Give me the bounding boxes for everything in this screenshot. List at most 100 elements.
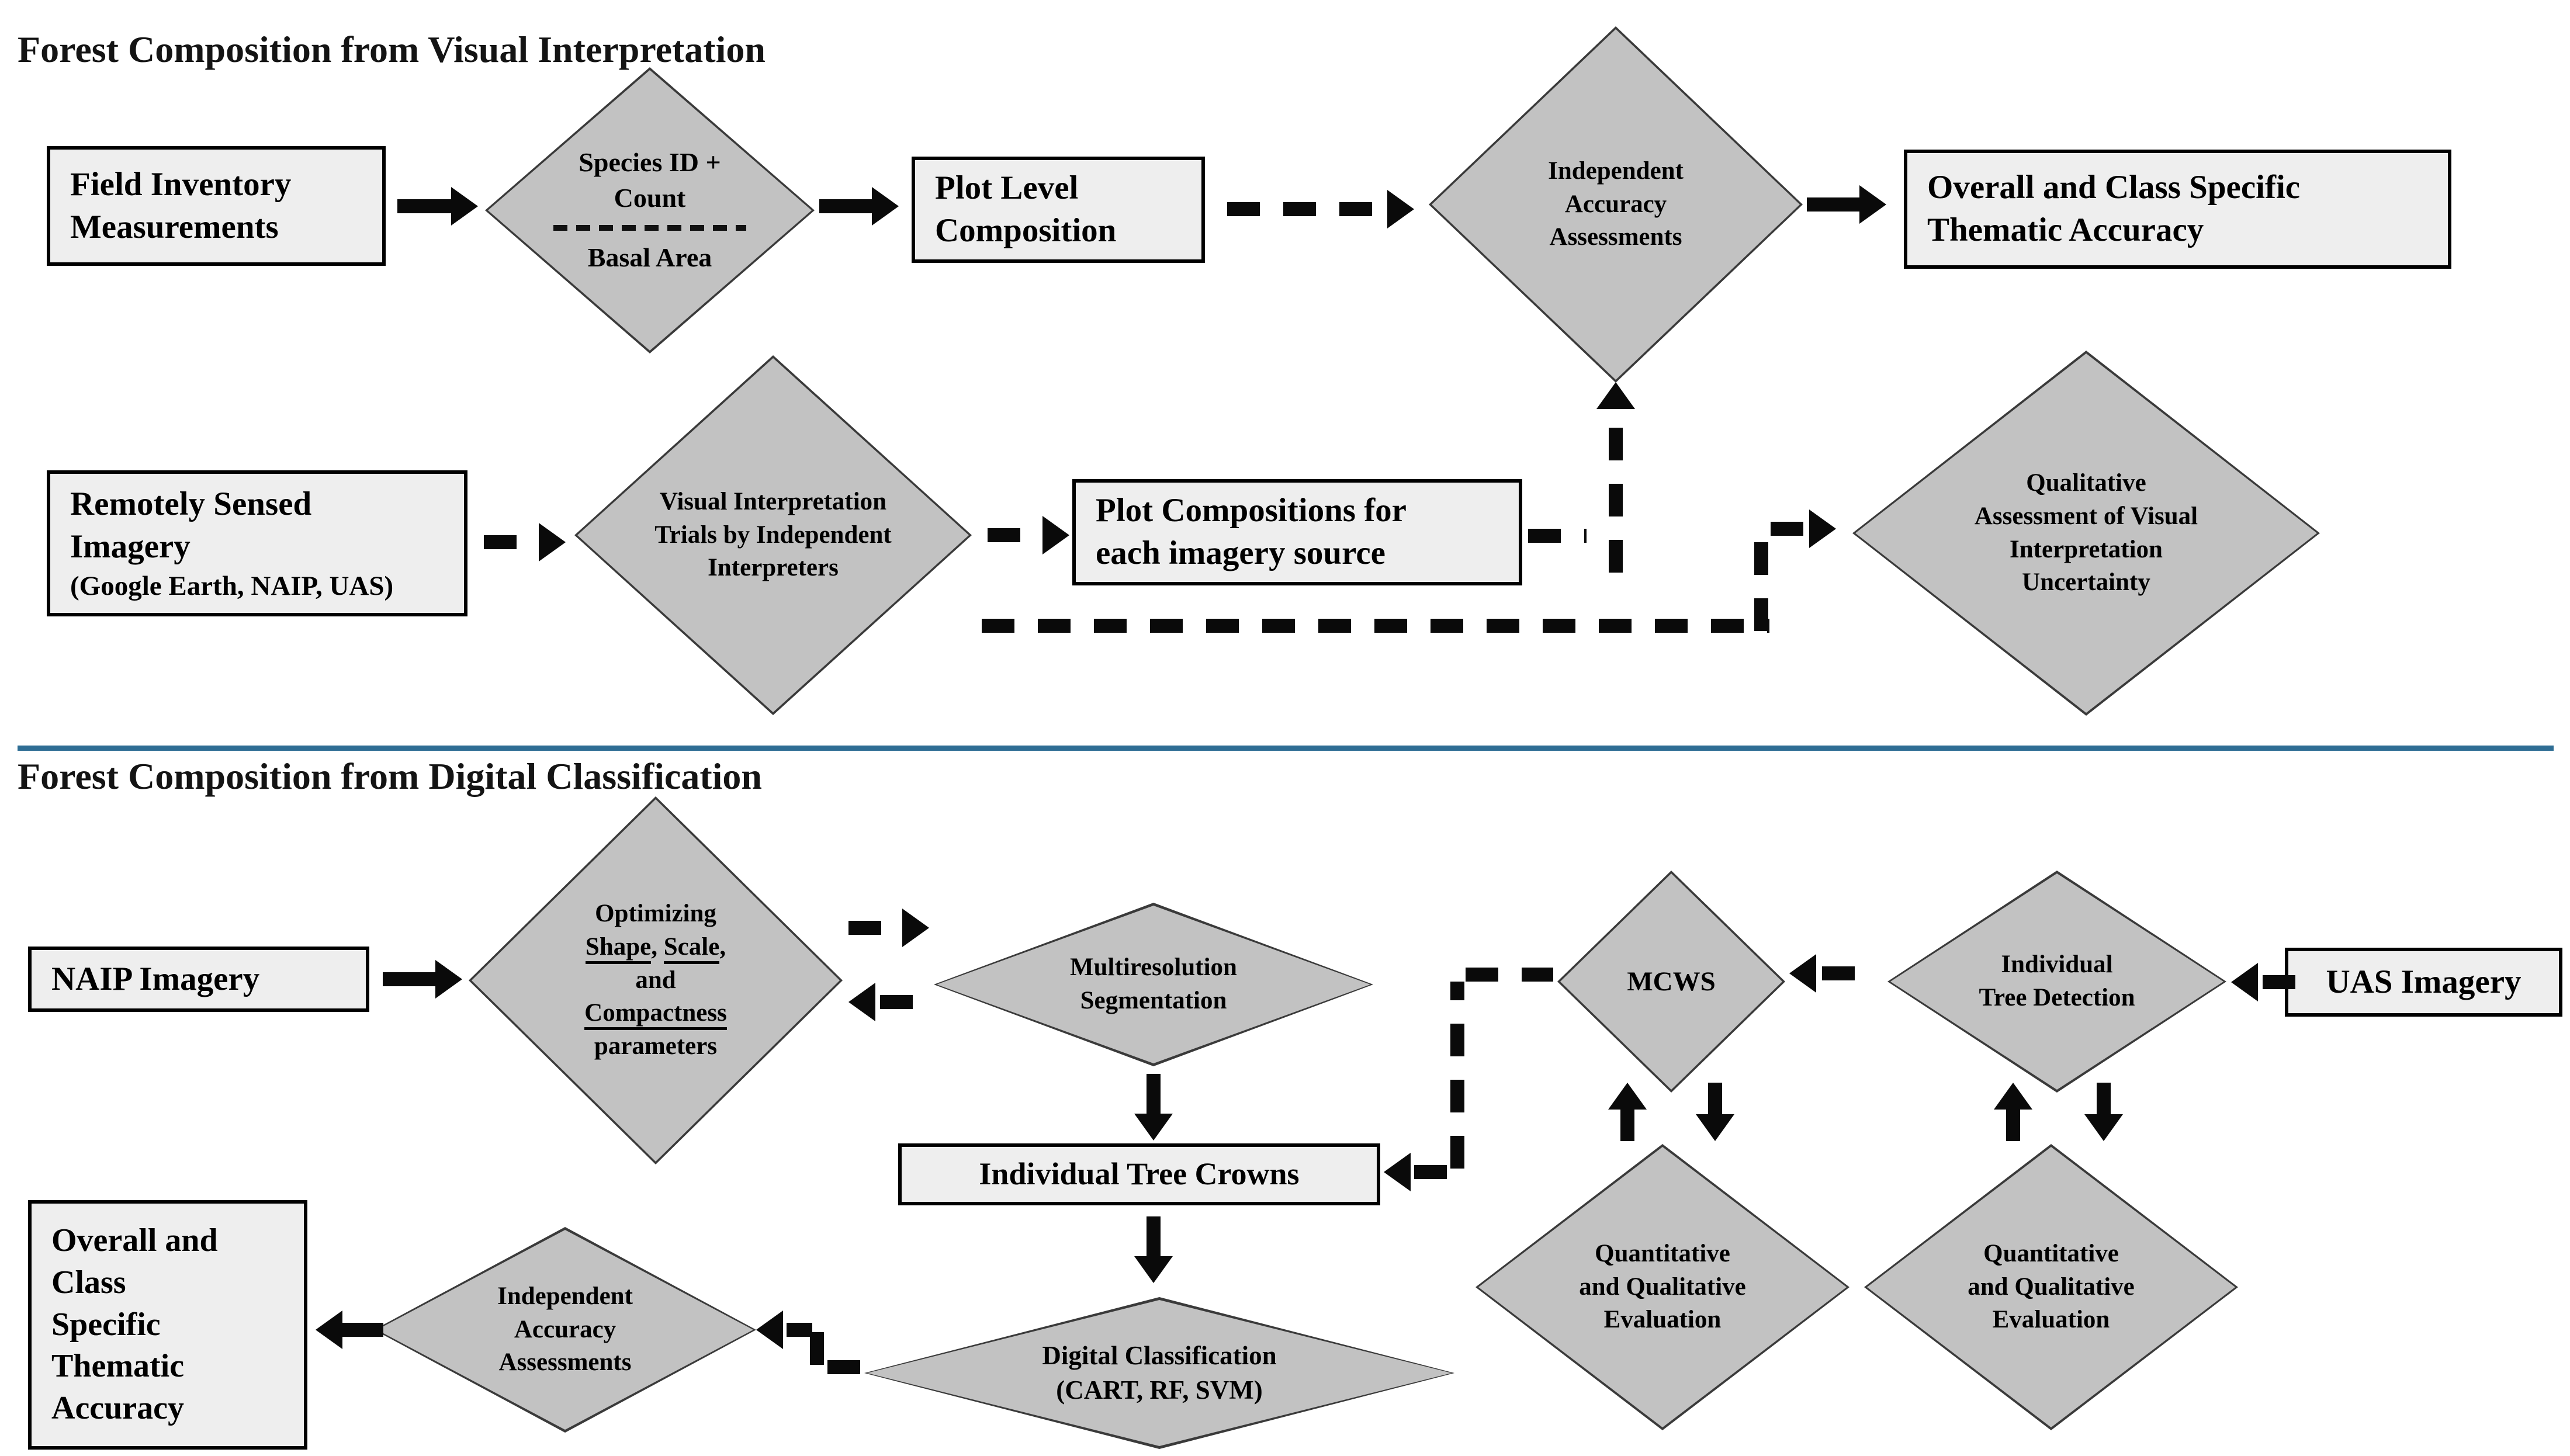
diamond-label: Independent Accuracy Assessments (374, 1227, 756, 1433)
section-title-visual-interpretation: Forest Composition from Visual Interpret… (18, 29, 766, 70)
diamond-optimizing-parameters: Optimizing Shape, Scale, and Compactness… (469, 796, 843, 1164)
arrow-shaft (383, 972, 435, 986)
arrow-head-up-icon (1608, 1083, 1647, 1110)
box-label-line: Imagery (70, 528, 191, 565)
label-line: Optimizing (595, 900, 716, 928)
box-label-line: Accuracy (51, 1390, 185, 1426)
box-label-line: Thematic (51, 1348, 185, 1385)
arrow-shaft (341, 1323, 383, 1337)
label-text: MCWS (1627, 966, 1716, 997)
box-naip-imagery: NAIP Imagery (28, 947, 369, 1012)
arrow-head-left-icon (1789, 954, 1816, 993)
dashed-shaft (848, 921, 903, 935)
arrow-head-right-icon (1042, 516, 1069, 554)
label-text: Visual Interpretation Trials by Independ… (654, 487, 892, 582)
box-field-inventory-measurements: Field Inventory Measurements (47, 146, 386, 266)
diamond-mcws: MCWS (1557, 871, 1785, 1093)
dashed-shaft (880, 995, 936, 1009)
box-individual-tree-crowns: Individual Tree Crowns (898, 1143, 1380, 1205)
label-line: Shape, Scale, (585, 931, 726, 964)
dashed-shaft (1450, 982, 1464, 1169)
label-line: Basal Area (587, 242, 712, 273)
dashed-shaft (787, 1323, 812, 1337)
label-text: , (651, 932, 664, 961)
diamond-label: MCWS (1557, 871, 1785, 1093)
label-text: Quantitative and Qualitative Evaluation (1968, 1239, 2135, 1334)
box-label-line: UAS Imagery (2326, 963, 2521, 1000)
arrow-head-right-icon (872, 187, 899, 226)
box-label-line: Composition (935, 212, 1117, 249)
label-text: Independent Accuracy Assessments (1548, 157, 1684, 251)
diamond-visual-interpretation-trials: Visual Interpretation Trials by Independ… (574, 355, 972, 715)
arrow-head-right-icon (539, 523, 566, 561)
diamond-label: Species ID + Count Basal Area (485, 67, 815, 353)
arrow-head-left-icon (756, 1311, 783, 1349)
diamond-label: Quantitative and Qualitative Evaluation (1476, 1144, 1849, 1430)
label-line: parameters (594, 1032, 718, 1060)
dashed-shaft (1528, 529, 1587, 543)
arrow-shaft (819, 199, 872, 213)
box-plot-compositions-each-imagery-source: Plot Compositions for each imagery sourc… (1072, 479, 1522, 585)
box-label-line: Measurements (70, 208, 279, 245)
diamond-qualitative-assessment-uncertainty: Qualitative Assessment of Visual Interpr… (1852, 351, 2320, 716)
diamond-label: Independent Accuracy Assessments (1429, 26, 1803, 383)
dashed-shaft (1227, 202, 1388, 216)
dashed-shaft (982, 619, 1769, 633)
dashed-shaft (1414, 1165, 1448, 1179)
box-label-line: Field Inventory (70, 165, 292, 203)
dashed-shaft (2263, 975, 2297, 989)
diamond-individual-tree-detection: Individual Tree Detection (1887, 871, 2226, 1093)
dashed-shaft (1609, 409, 1623, 573)
box-label-line: Individual Tree Crowns (979, 1156, 1300, 1192)
arrow-shaft (2097, 1083, 2111, 1115)
diamond-label: Digital Classification (CART, RF, SVM) (864, 1297, 1454, 1449)
underlined-word: Scale (663, 932, 720, 964)
box-label-line: each imagery source (1096, 535, 1386, 571)
label-text: , (719, 932, 726, 961)
box-label-line: (Google Earth, NAIP, UAS) (70, 570, 394, 601)
underlined-word: Shape (585, 932, 652, 964)
arrow-shaft (1807, 197, 1859, 212)
section-divider-line (18, 746, 2554, 751)
diamond-label: Multiresolution Segmentation (934, 903, 1373, 1066)
diamond-independent-accuracy-assessments-bottom: Independent Accuracy Assessments (374, 1227, 756, 1433)
arrow-head-down-icon (1696, 1114, 1734, 1141)
arrow-head-left-icon (848, 983, 875, 1021)
diamond-label: Individual Tree Detection (1887, 871, 2226, 1093)
box-remotely-sensed-imagery: Remotely Sensed Imagery (Google Earth, N… (47, 470, 467, 616)
label-text: Independent Accuracy Assessments (497, 1282, 633, 1377)
arrow-head-up-icon (1994, 1083, 2032, 1110)
box-label-line: NAIP Imagery (51, 960, 260, 997)
label-line: Count (614, 182, 686, 213)
dashed-shaft (988, 528, 1044, 542)
dashed-shaft (1771, 522, 1804, 536)
box-label-line: Thematic Accuracy (1927, 212, 2204, 248)
arrow-head-left-icon (1384, 1153, 1411, 1191)
dashed-shaft (1822, 966, 1878, 980)
arrow-head-right-icon (1809, 509, 1836, 548)
species-dashed-separator (553, 225, 746, 231)
arrow-shaft (2006, 1108, 2020, 1141)
arrow-head-right-icon (451, 187, 478, 226)
box-label-line: Class (51, 1264, 126, 1301)
label-text: Multiresolution Segmentation (1070, 954, 1237, 1014)
diamond-quantitative-qualitative-evaluation-right: Quantitative and Qualitative Evaluation (1864, 1144, 2238, 1430)
arrow-head-left-icon (2231, 963, 2258, 1001)
box-label-line: Overall and (51, 1222, 218, 1259)
diamond-label: Qualitative Assessment of Visual Interpr… (1852, 351, 2320, 716)
dashed-shaft (1466, 968, 1553, 982)
arrow-shaft (1147, 1216, 1161, 1257)
arrow-head-left-icon (316, 1311, 342, 1349)
arrow-head-down-icon (2084, 1114, 2123, 1141)
section-title-digital-classification: Forest Composition from Digital Classifi… (18, 755, 762, 797)
label-text: Qualitative Assessment of Visual Interpr… (1974, 469, 2198, 597)
diamond-multiresolution-segmentation: Multiresolution Segmentation (934, 903, 1373, 1066)
box-label-line: Overall and Class Specific (1927, 169, 2301, 206)
dashed-shaft (1754, 522, 1768, 631)
box-label-line: Specific (51, 1306, 161, 1343)
arrow-shaft (397, 199, 451, 213)
arrow-shaft (1147, 1074, 1161, 1115)
label-line: Compactness (584, 997, 727, 1031)
arrow-shaft (1620, 1108, 1634, 1141)
label-line: Digital Classification (1042, 1340, 1277, 1370)
